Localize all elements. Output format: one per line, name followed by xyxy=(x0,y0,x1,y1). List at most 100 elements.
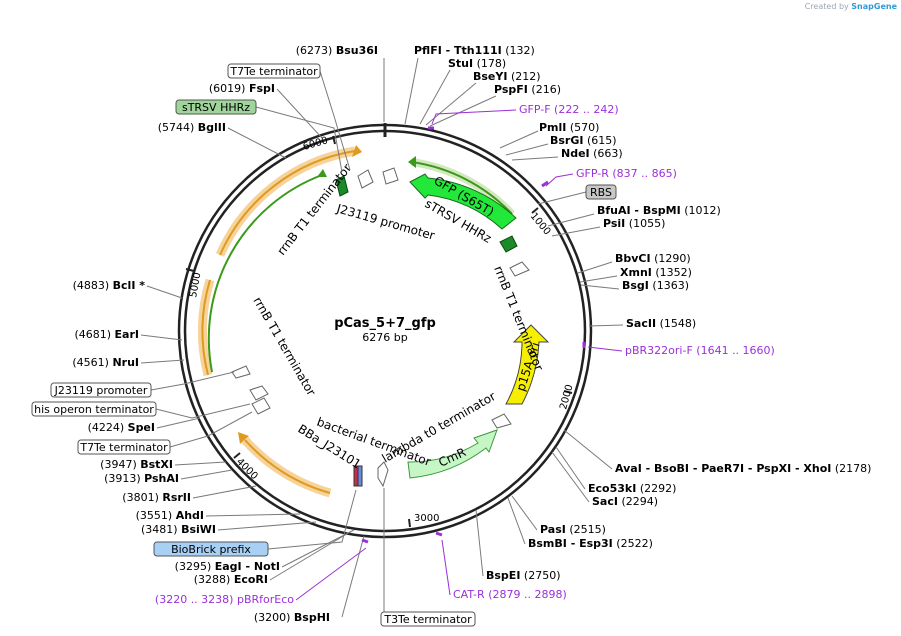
tick-3000 xyxy=(408,518,411,528)
leader-line xyxy=(551,451,590,503)
primer-name: GFP-R xyxy=(576,167,609,180)
feature-p15a-ori xyxy=(505,324,550,405)
leader-line xyxy=(579,275,618,283)
tick-6000 xyxy=(332,135,336,145)
leader-line xyxy=(341,535,365,618)
site-position: (1352) xyxy=(655,266,692,279)
tick-label-6000: 6000 xyxy=(302,135,329,153)
green-arc-top-right-line xyxy=(411,161,513,215)
restriction-site-label: PasI (2515) xyxy=(540,523,606,536)
restriction-site-label: BseYI (212) xyxy=(473,70,541,83)
leader-line xyxy=(547,213,595,227)
restriction-site-label: Eco53kI (2292) xyxy=(588,482,676,495)
leader-line xyxy=(156,417,201,429)
site-position: (6019) xyxy=(209,82,246,95)
feature-box xyxy=(380,611,476,627)
restriction-site-label: (3947) BstXI xyxy=(100,458,173,471)
site-position: (2515) xyxy=(569,523,606,536)
enzyme-name: BstXI xyxy=(140,458,173,471)
enzyme-name: PasI xyxy=(540,523,566,536)
feature-rrnb-right xyxy=(509,261,530,277)
enzyme-name: AhdI xyxy=(176,509,204,522)
site-position: (3551) xyxy=(136,509,173,522)
feature-box-label: T7Te terminator xyxy=(79,441,168,454)
feature-box-label: RBS xyxy=(590,186,612,199)
feature-rrnb-left-a xyxy=(249,385,269,401)
restriction-site-label: BsgI (1363) xyxy=(622,279,689,292)
restriction-site-label: (4681) EarI xyxy=(74,328,139,341)
site-position: (3913) xyxy=(104,472,141,485)
restriction-site-label: SacI (2294) xyxy=(592,495,658,508)
leader-line xyxy=(587,346,623,352)
feature-strsv-top xyxy=(335,175,349,197)
primer-label: (3220 .. 3238) pBRforEco xyxy=(155,593,294,606)
enzyme-name: FspI xyxy=(249,82,275,95)
enzyme-name: BsgI xyxy=(622,279,649,292)
leader-line xyxy=(255,106,343,173)
feature-box xyxy=(153,541,269,557)
leader-line xyxy=(205,513,301,517)
site-position: (1012) xyxy=(684,204,721,217)
leader-line xyxy=(180,469,233,480)
leader-line xyxy=(267,489,357,550)
orange-arc-left-line xyxy=(244,439,331,494)
orange-arc-left-head xyxy=(238,432,249,444)
plasmid-name: pCas_5+7_gfp xyxy=(334,316,436,331)
leader-line xyxy=(319,70,351,171)
primer-name: pBRforEco xyxy=(237,593,294,606)
leader-line xyxy=(295,547,367,601)
leader-line xyxy=(429,95,497,127)
enzyme-name: SpeI xyxy=(128,421,155,434)
enzyme-name: BfuAI - BspMI xyxy=(597,204,681,217)
leader-line xyxy=(588,324,624,327)
site-position: (2178) xyxy=(835,462,872,475)
enzyme-name: BsmBI - Esp3I xyxy=(528,537,613,550)
site-position: (2522) xyxy=(616,537,653,550)
label-rrnb-left: rrnB T1 terminator xyxy=(250,295,318,399)
restriction-site-label: (3481) BsiWI xyxy=(141,523,216,536)
leader-line xyxy=(441,539,451,596)
leader-line xyxy=(150,371,235,391)
enzyme-name: Bsu36I xyxy=(336,44,378,57)
leader-line xyxy=(507,497,526,545)
enzyme-name: BspHI xyxy=(294,611,330,624)
enzyme-name: BglII xyxy=(198,121,226,134)
leader-line xyxy=(276,88,323,139)
feature-bacterial-terminator xyxy=(377,461,389,488)
green-arc-top-right-head xyxy=(408,156,416,168)
feature-box xyxy=(77,439,171,455)
enzyme-name: BsiWI xyxy=(181,523,216,536)
site-position: (663) xyxy=(593,147,623,160)
enzyme-name: NdeI xyxy=(561,147,590,160)
primer-range: (222 .. 242) xyxy=(554,103,619,116)
feature-bba-j23101-b xyxy=(357,465,363,487)
enzyme-name: EagI - NotI xyxy=(215,560,280,573)
primer-name: GFP-F xyxy=(519,103,551,116)
site-position: (1055) xyxy=(629,217,666,230)
restriction-site-label: (5744) BglII xyxy=(158,121,226,134)
feature-box-label: T7Te terminator xyxy=(229,65,318,78)
leader-line xyxy=(425,82,477,126)
leader-line xyxy=(499,130,539,149)
tick-label-3000: 3000 xyxy=(414,513,439,524)
tick-label-5000: 5000 xyxy=(188,272,203,299)
feature-rrnb-left-b xyxy=(251,397,271,415)
feature-box xyxy=(227,63,321,79)
restriction-site-label: (3913) PshAI xyxy=(104,472,179,485)
primer-range: (837 .. 865) xyxy=(612,167,677,180)
primer-name: CAT-R xyxy=(453,588,485,601)
enzyme-name: EcoRI xyxy=(234,573,268,586)
snapgene-logo: SnapGene xyxy=(851,2,897,11)
primer-marker xyxy=(435,531,443,537)
tick-label-4000: 4000 xyxy=(234,456,260,482)
feature-strsv-hhrz xyxy=(499,235,518,253)
feature-box xyxy=(175,99,257,115)
primer-range: (3220 .. 3238) xyxy=(155,593,234,606)
leader-line xyxy=(281,529,355,568)
enzyme-name: PmlI xyxy=(539,121,566,134)
leader-line xyxy=(155,403,251,419)
feature-box xyxy=(31,401,157,417)
feature-box-label: BioBrick prefix xyxy=(171,543,251,556)
restriction-site-label: BsmBI - Esp3I (2522) xyxy=(528,537,653,550)
tick-2000 xyxy=(563,390,573,394)
